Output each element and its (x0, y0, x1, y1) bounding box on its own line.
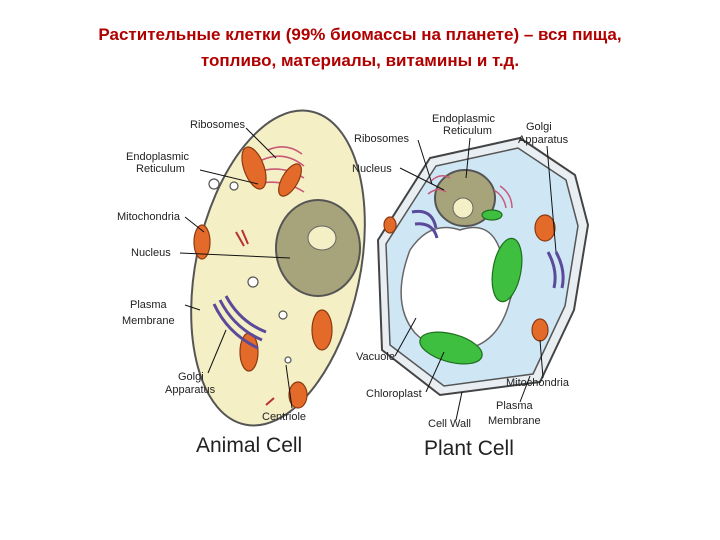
plant-label-plasma-2: Membrane (488, 415, 541, 427)
animal-mitochondria (193, 146, 333, 409)
animal-label-golgi-1: Golgi (178, 371, 204, 383)
animal-label-plasma-2: Membrane (122, 315, 175, 327)
plant-mitochondria (383, 214, 556, 342)
animal-label-centriole: Centriole (262, 411, 306, 423)
plant-cell-caption: Plant Cell (424, 437, 514, 460)
plant-nucleus (434, 169, 496, 227)
animal-centriole (235, 229, 275, 406)
plant-labels: Endoplasmic Reticulum Golgi Apparatus Ri… (352, 113, 570, 430)
plant-label-nucleus: Nucleus (352, 163, 392, 175)
animal-label-ribosomes: Ribosomes (190, 119, 246, 131)
plant-label-plasma-1: Plasma (496, 400, 534, 412)
plant-label-chloroplast: Chloroplast (366, 388, 422, 400)
plant-label-golgi-2: Apparatus (518, 134, 569, 146)
animal-label-golgi-2: Apparatus (165, 384, 216, 396)
plant-leader-lines (394, 137, 557, 421)
plant-cell: Endoplasmic Reticulum Golgi Apparatus Ri… (352, 113, 590, 460)
plant-label-er-1: Endoplasmic (432, 113, 495, 125)
plant-golgi (411, 209, 565, 289)
animal-labels: Ribosomes Endoplasmic Reticulum Mitochon… (117, 119, 306, 423)
slide-title-line-2: топливо, материалы, витамины и т.д. (200, 51, 520, 70)
animal-vesicles (208, 178, 292, 364)
animal-cell-caption: Animal Cell (196, 434, 302, 457)
animal-golgi (212, 295, 267, 350)
animal-label-nucleus: Nucleus (131, 247, 171, 259)
animal-label-er-1: Endoplasmic (126, 151, 189, 163)
plant-chloroplasts (419, 209, 523, 365)
plant-vacuole (400, 226, 515, 352)
slide-title: Растительные клетки (99% биомассы на пла… (0, 22, 720, 74)
slide-title-line-1: Растительные клетки (99% биомассы на пла… (98, 25, 622, 44)
plant-label-vacuole: Vacuole (356, 351, 395, 363)
plant-label-ribosomes: Ribosomes (354, 133, 410, 145)
animal-label-plasma-1: Plasma (130, 299, 168, 311)
plant-label-mitochondria: Mitochondria (506, 377, 570, 389)
plant-er (427, 175, 513, 209)
animal-label-er-2: Reticulum (136, 163, 185, 175)
animal-leader-lines (179, 127, 293, 409)
animal-nucleus (275, 199, 361, 297)
plant-label-cell-wall: Cell Wall (428, 418, 471, 430)
plant-label-er-2: Reticulum (443, 125, 492, 137)
animal-cell: Ribosomes Endoplasmic Reticulum Mitochon… (117, 109, 366, 457)
plant-label-golgi-1: Golgi (526, 121, 552, 133)
animal-label-mitochondria: Mitochondria (117, 211, 181, 223)
